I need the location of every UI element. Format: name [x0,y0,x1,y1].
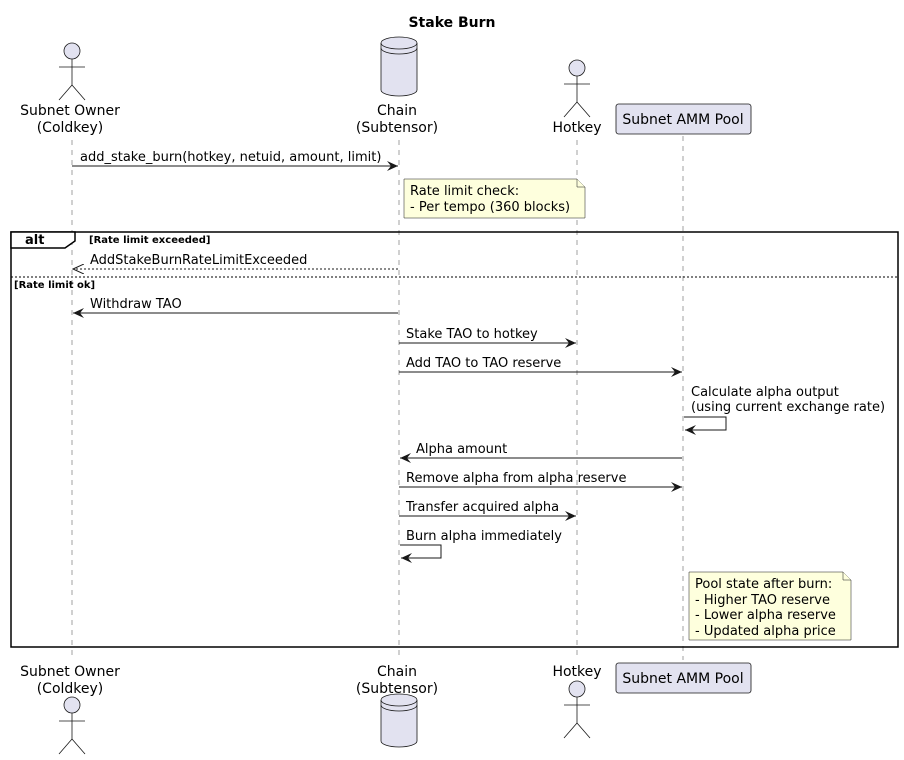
message-label: Stake TAO to hotkey [406,327,538,342]
message-burn-alpha: Burn alpha immediately [400,529,562,563]
message-label: (using current exchange rate) [691,400,885,415]
actor-icon [58,696,86,755]
participant-hotkey-top: Hotkey [552,59,602,136]
participant-sublabel: (Coldkey) [37,120,104,136]
participant-chain-top: Chain (Subtensor) [356,36,438,136]
diagram-title: Stake Burn [408,15,495,31]
note-line: - Lower alpha reserve [695,608,836,623]
message-alpha-amount: Alpha amount [400,442,682,463]
message-label: Transfer acquired alpha [405,500,559,515]
database-icon [380,693,418,748]
actor-icon [58,42,86,101]
actor-icon [563,59,591,118]
message-withdraw-tao: Withdraw TAO [73,297,398,318]
note-line: - Per tempo (360 blocks) [410,200,570,215]
participant-label: Subnet Owner [20,664,120,680]
message-transfer-alpha: Transfer acquired alpha [399,500,576,521]
message-label: Add TAO to TAO reserve [406,356,561,371]
participant-label: Subnet AMM Pool [622,112,743,128]
message-stake-tao: Stake TAO to hotkey [399,327,576,348]
participant-sublabel: (Subtensor) [356,681,438,697]
note-pool-state: Pool state after burn: - Higher TAO rese… [688,571,852,641]
alt-fragment: alt [Rate limit exceeded] [Rate limit ok… [10,231,899,648]
participant-pool-top: Subnet AMM Pool [615,103,752,135]
alt-guard-exceeded: [Rate limit exceeded] [89,235,210,246]
message-add-tao-reserve: Add TAO to TAO reserve [399,356,682,377]
participant-label: Subnet AMM Pool [622,671,743,687]
note-line: - Updated alpha price [695,624,836,639]
message-label: Burn alpha immediately [406,529,562,544]
note-line: Rate limit check: [410,184,519,199]
participant-sublabel: (Subtensor) [356,120,438,136]
database-icon [380,36,418,97]
participant-pool-bottom: Subnet AMM Pool [615,662,752,694]
participant-sublabel: (Coldkey) [37,681,104,697]
participant-box [615,103,752,135]
alt-label: alt [25,233,44,248]
message-label: Alpha amount [416,442,507,457]
message-label: Calculate alpha output [691,385,839,400]
message-rate-limit-exceeded: AddStakeBurnRateLimitExceeded [73,253,398,269]
participant-label: Hotkey [552,120,601,136]
message-calculate-alpha: Calculate alpha output (using current ex… [684,385,885,435]
message-add-stake-burn: add_stake_burn(hotkey, netuid, amount, l… [72,150,398,171]
note-line: Pool state after burn: [695,577,832,592]
participant-label: Chain [377,664,417,680]
participant-label: Chain [377,103,417,119]
message-label: add_stake_burn(hotkey, netuid, amount, l… [80,150,381,165]
participant-label: Hotkey [552,664,601,680]
participant-hotkey-bottom: Hotkey [552,664,602,739]
participant-chain-bottom: Chain (Subtensor) [356,664,438,748]
message-label: Remove alpha from alpha reserve [406,471,626,486]
note-line: - Higher TAO reserve [695,593,830,608]
message-label: Withdraw TAO [90,297,182,312]
actor-icon [563,680,591,739]
message-label: AddStakeBurnRateLimitExceeded [90,253,307,268]
alt-guard-ok: [Rate limit ok] [14,280,95,291]
participant-owner-top: Subnet Owner (Coldkey) [20,42,120,136]
participant-owner-bottom: Subnet Owner (Coldkey) [20,664,120,755]
participant-label: Subnet Owner [20,103,120,119]
note-rate-limit: Rate limit check: - Per tempo (360 block… [403,178,586,219]
message-remove-alpha: Remove alpha from alpha reserve [399,471,682,492]
participant-box [615,662,752,694]
